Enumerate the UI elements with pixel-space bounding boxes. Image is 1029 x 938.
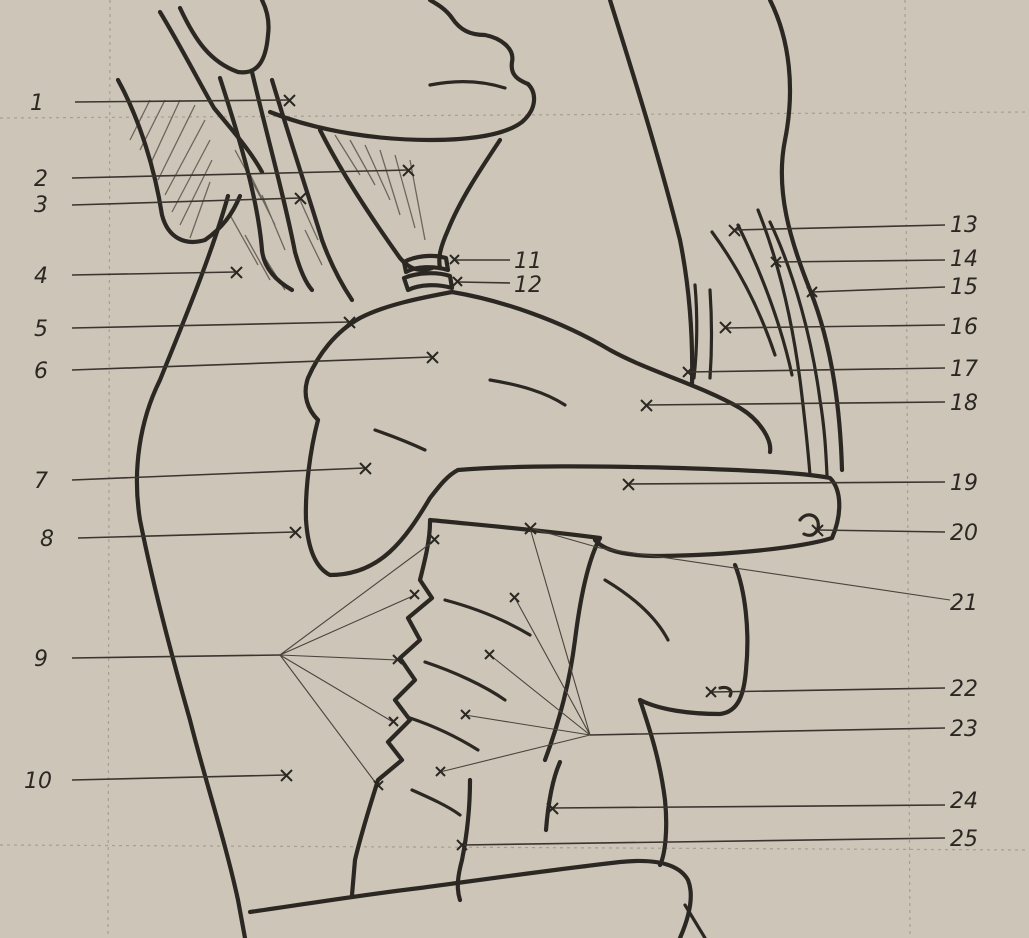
label-21: 21 — [950, 591, 978, 616]
label-14: 14 — [950, 247, 978, 272]
label-5: 5 — [34, 317, 48, 342]
label-4: 4 — [34, 264, 48, 289]
label-7: 7 — [34, 469, 48, 494]
label-10: 10 — [24, 769, 52, 794]
label-11: 11 — [514, 249, 542, 274]
label-8: 8 — [40, 527, 54, 552]
label-1: 1 — [30, 91, 44, 116]
label-18: 18 — [950, 391, 978, 416]
label-25: 25 — [950, 827, 978, 852]
label-20: 20 — [950, 521, 978, 546]
label-22: 22 — [950, 677, 978, 702]
label-2: 2 — [34, 167, 48, 192]
label-15: 15 — [950, 275, 978, 300]
label-13: 13 — [950, 213, 978, 238]
label-16: 16 — [950, 315, 978, 340]
label-24: 24 — [950, 789, 978, 814]
label-9: 9 — [34, 647, 48, 672]
label-17: 17 — [950, 357, 978, 382]
label-23: 23 — [950, 717, 978, 742]
label-3: 3 — [34, 193, 48, 218]
label-12: 12 — [514, 273, 542, 298]
label-19: 19 — [950, 471, 978, 496]
label-6: 6 — [34, 359, 48, 384]
